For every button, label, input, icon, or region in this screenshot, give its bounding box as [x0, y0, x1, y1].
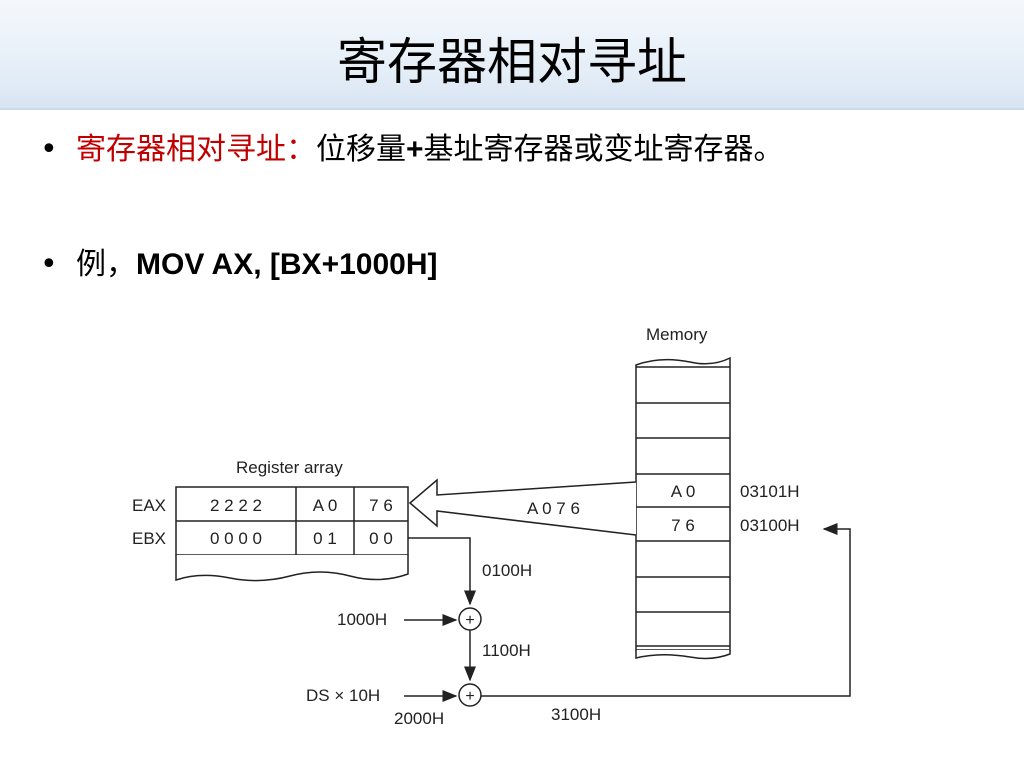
memory-row-lines	[636, 366, 730, 647]
ebx-high-value: 0 0 0 0	[210, 529, 262, 548]
eax-high-value: 2 2 2 2	[210, 496, 262, 515]
slide-title: 寄存器相对寻址	[337, 33, 687, 91]
title-band	[0, 0, 1024, 110]
bullet-dot: •	[40, 247, 58, 282]
physical-address-arrow	[481, 523, 851, 697]
register-name-ebx: EBX	[132, 529, 166, 548]
title-divider	[0, 108, 1024, 110]
memory-cell-03100: 7 6	[671, 516, 695, 535]
memory-label: Memory	[646, 325, 708, 344]
definition-label: 寄存器相对寻址：	[76, 132, 316, 167]
ah-value: A 0	[313, 496, 338, 515]
example-instruction: MOV AX, [BX+1000H]	[136, 248, 438, 281]
adder-2-symbol: +	[465, 688, 474, 705]
bh-value: 0 1	[313, 529, 337, 548]
ds-value-label: 2000H	[394, 709, 444, 728]
bullet-definition: • 寄存器相对寻址：位移量+基址寄存器或变址寄存器。	[40, 130, 784, 170]
bullet-dot: •	[40, 132, 58, 167]
bullet-example: • 例，MOV AX, [BX+1000H]	[40, 245, 437, 285]
adder-2-icon	[458, 683, 482, 707]
displacement-label: 1000H	[337, 610, 387, 629]
bx-value-label: 0100H	[482, 561, 532, 580]
definition-text: 位移量	[316, 132, 406, 167]
memory-torn-bottom	[635, 650, 731, 660]
adder-1-symbol: +	[465, 612, 474, 629]
bx-arrow	[408, 537, 476, 606]
register-array-torn-edge	[175, 555, 409, 582]
definition-plus: +	[406, 133, 424, 166]
memory-column	[635, 356, 731, 651]
register-array-label: Register array	[236, 458, 343, 477]
physical-address-label: 3100H	[551, 705, 601, 724]
memory-address-03100: 03100H	[740, 516, 800, 535]
transfer-arrow	[408, 478, 637, 536]
definition-rest: 基址寄存器或变址寄存器。	[423, 132, 784, 167]
memory-address-03101: 03101H	[740, 482, 800, 501]
ds-label: DS × 10H	[306, 686, 380, 705]
al-value: 7 6	[369, 496, 393, 515]
memory-cell-03101: A 0	[671, 482, 696, 501]
register-name-eax: EAX	[132, 496, 166, 515]
transfer-label: A 0 7 6	[527, 499, 580, 518]
example-label: 例，	[76, 247, 136, 282]
sum-label: 1100H	[482, 641, 531, 660]
bl-value: 0 0	[369, 529, 393, 548]
